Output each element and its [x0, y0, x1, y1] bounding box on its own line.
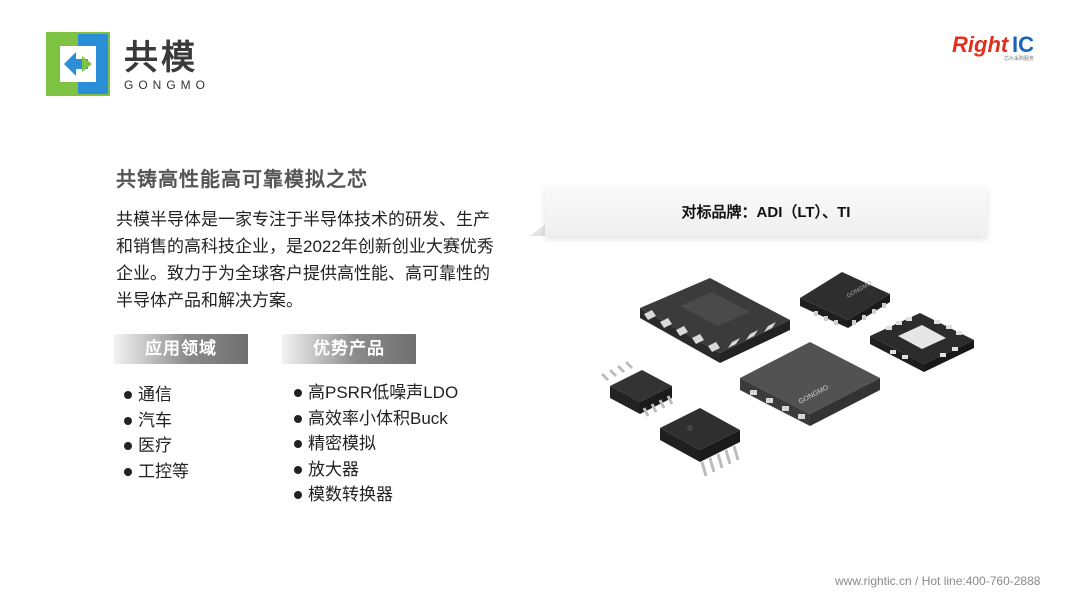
brand-name-cn: 共模 [124, 39, 198, 77]
list-item: 高PSRR低噪声LDO [292, 380, 458, 406]
applications-label: 应用领域 [114, 334, 248, 364]
applications-list: 通信 汽车 医疗 工控等 [122, 382, 189, 484]
list-item: 高效率小体积Buck [292, 406, 458, 432]
chip-qfn-large [640, 278, 790, 363]
advantages-label: 优势产品 [282, 334, 416, 364]
gongmo-logo-icon [46, 32, 110, 96]
benchmark-text: 对标品牌：ADI（LT）、TI [681, 204, 851, 221]
chip-qfn-small-top: GONGMO [800, 272, 890, 413]
chip-dfn-large: GONGMO [740, 342, 880, 426]
rightic-logo-ic: IC [1012, 32, 1034, 57]
chip-msop-left [600, 360, 674, 417]
list-item: 精密模拟 [292, 431, 458, 457]
banner-fold [530, 224, 546, 236]
list-item: 医疗 [122, 433, 189, 459]
rightic-logo-main: Right [952, 32, 1010, 57]
rightic-logo: Right IC 芯片采购服务 [952, 32, 1034, 62]
chip-qfn-exposed [870, 313, 974, 372]
list-item: 放大器 [292, 457, 458, 483]
chip-msop-bottom [660, 408, 740, 477]
rightic-logo-tagline: 芯片采购服务 [1004, 55, 1034, 62]
list-item: 汽车 [122, 408, 189, 434]
footer-contact: www.rightic.cn / Hot line:400-760-2888 [835, 574, 1041, 588]
intro-paragraph: 共模半导体是一家专注于半导体技术的研发、生产和销售的高科技企业，是2022年创新… [116, 210, 494, 310]
section-title: 共铸高性能高可靠模拟之芯 [116, 169, 368, 191]
advantages-list: 高PSRR低噪声LDO 高效率小体积Buck 精密模拟 放大器 模数转换器 [292, 380, 458, 508]
brand-name-en: GONGMO [124, 78, 210, 92]
benchmark-banner [545, 186, 987, 236]
chips-illustration: GONGMO [600, 272, 974, 477]
list-item: 通信 [122, 382, 189, 408]
list-item: 工控等 [122, 459, 189, 485]
list-item: 模数转换器 [292, 482, 458, 508]
